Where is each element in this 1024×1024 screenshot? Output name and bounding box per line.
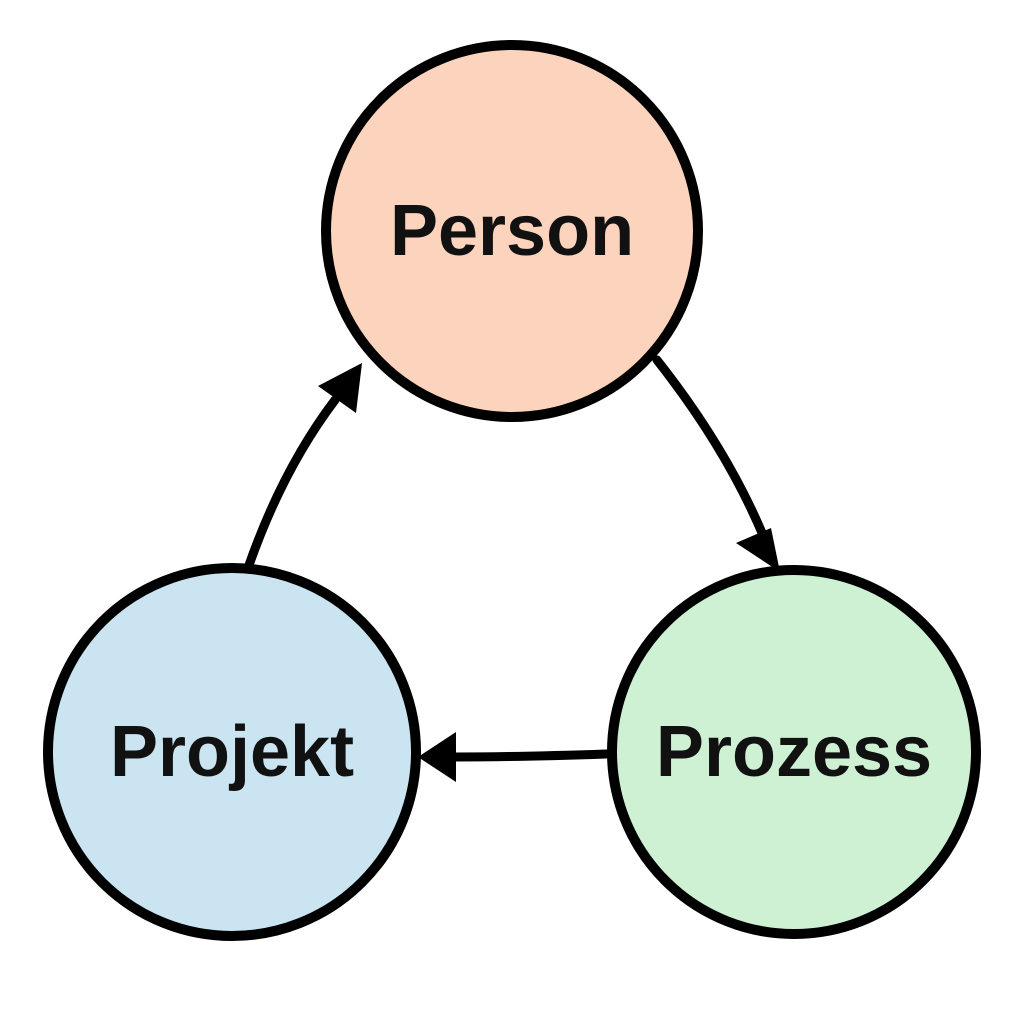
node-prozess-circle — [607, 565, 981, 939]
node-person-label: Person — [390, 191, 634, 271]
edges — [243, 355, 780, 782]
arrowhead-projekt-to-person — [318, 363, 362, 413]
node-person: Person — [321, 40, 703, 422]
node-projekt: Projekt — [43, 563, 421, 941]
node-projekt-label: Projekt — [110, 712, 354, 792]
node-person-circle — [321, 40, 703, 422]
arrow-prozess-to-projekt — [450, 749, 611, 762]
arrowhead-person-to-prozess — [736, 528, 780, 572]
arrow-person-to-prozess — [652, 355, 770, 545]
arrowhead-prozess-to-projekt — [418, 732, 456, 782]
node-projekt-circle — [43, 563, 421, 941]
arrow-projekt-to-person — [243, 395, 340, 573]
node-prozess: Prozess — [607, 565, 981, 939]
node-prozess-label: Prozess — [656, 712, 932, 792]
